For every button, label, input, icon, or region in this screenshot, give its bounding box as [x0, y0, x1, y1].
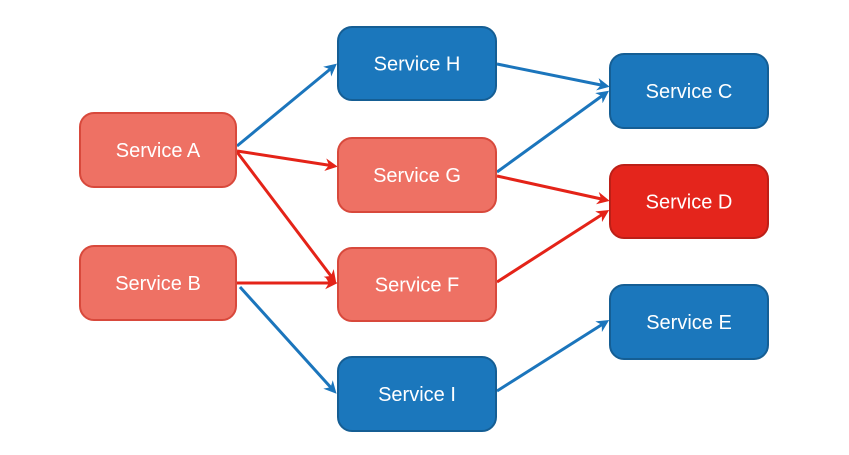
- node-service-i[interactable]: Service I: [337, 356, 497, 432]
- service-a-box[interactable]: [79, 112, 237, 188]
- service-e-box[interactable]: [609, 284, 769, 360]
- edge-service-g-to-service-d: [496, 174, 610, 205]
- edge-service-h-to-service-c: [496, 62, 610, 91]
- service-d-box[interactable]: [609, 164, 769, 239]
- service-c-box[interactable]: [609, 53, 769, 129]
- node-service-f[interactable]: Service F: [337, 247, 497, 322]
- node-service-d[interactable]: Service D: [609, 164, 769, 239]
- node-service-b[interactable]: Service B: [79, 245, 237, 321]
- edge-service-a-to-service-h: [236, 63, 337, 148]
- edge-service-b-to-service-i: [238, 285, 337, 394]
- node-service-g[interactable]: Service G: [337, 137, 497, 213]
- service-b-box[interactable]: [79, 245, 237, 321]
- service-g-box[interactable]: [337, 137, 497, 213]
- service-h-box[interactable]: [337, 26, 497, 101]
- edge-service-a-to-service-f: [235, 151, 337, 284]
- service-i-box[interactable]: [337, 356, 497, 432]
- edge-service-i-to-service-e: [496, 319, 610, 393]
- node-service-e[interactable]: Service E: [609, 284, 769, 360]
- edge-service-g-to-service-c: [496, 90, 610, 174]
- node-service-a[interactable]: Service A: [79, 112, 237, 188]
- edge-service-f-to-service-d: [496, 209, 610, 284]
- service-f-box[interactable]: [337, 247, 497, 322]
- node-service-h[interactable]: Service H: [337, 26, 497, 101]
- edge-service-a-to-service-g: [236, 149, 338, 171]
- node-service-c[interactable]: Service C: [609, 53, 769, 129]
